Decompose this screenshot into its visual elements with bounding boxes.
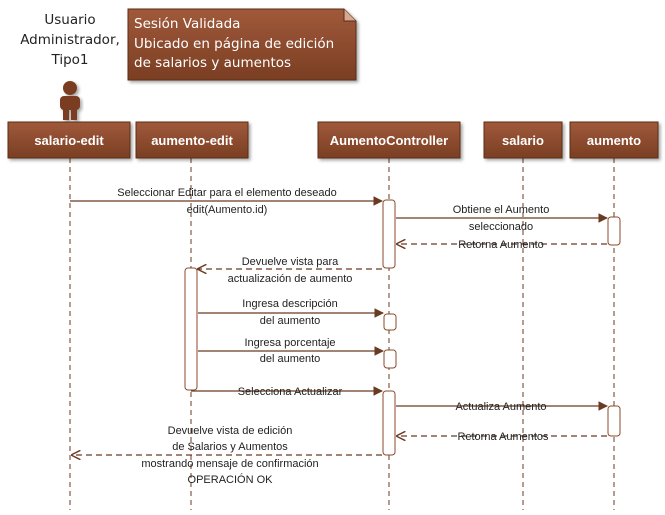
participant-label: AumentoController bbox=[330, 133, 448, 148]
msg-label-line: Retorna Aumentos bbox=[457, 431, 549, 443]
activation-controller-3 bbox=[383, 349, 397, 369]
msg-label-6: Ingresa porcentaje del aumento bbox=[244, 337, 335, 365]
note-line-3: de salarios y aumentos bbox=[134, 55, 291, 71]
msg-label-line: Retorna Aumento bbox=[458, 239, 544, 251]
msg-label-4: Devuelve vista para actualización de aum… bbox=[228, 256, 353, 285]
msg-label-3: Retorna Aumento bbox=[458, 239, 544, 251]
actor-user-icon bbox=[60, 81, 80, 120]
session-note: Sesión Validada Ubicado en página de edi… bbox=[127, 8, 357, 81]
msg-label-line: del aumento bbox=[260, 353, 321, 365]
msg-label-line: OPERACIÓN OK bbox=[188, 473, 274, 486]
actor-line-3: Tipo1 bbox=[51, 52, 89, 68]
activation-controller-2 bbox=[383, 313, 397, 331]
participant-label: salario bbox=[502, 133, 544, 148]
activation-controller-1 bbox=[382, 199, 396, 269]
msg-label-line: Devuelve vista para bbox=[242, 256, 339, 268]
msg-label-1: Seleccionar Editar para el elemento dese… bbox=[117, 187, 337, 216]
msg-label-line: mostrando mensaje de confirmación bbox=[141, 458, 318, 470]
participant-aumento-controller: AumentoController bbox=[317, 121, 461, 159]
msg-label-line: de Salarios y Aumentos bbox=[172, 441, 288, 453]
msg-label-9: Retorna Aumentos bbox=[457, 431, 549, 443]
message-arrows bbox=[70, 196, 608, 455]
msg-label-line: Obtiene el Aumento bbox=[453, 204, 550, 216]
msg-label-line: edit(Aumento.id) bbox=[187, 204, 268, 216]
participant-salario-edit: salario-edit bbox=[7, 121, 131, 159]
msg-label-line: Selecciona Actualizar bbox=[238, 386, 343, 398]
msg-label-line: Ingresa descripción bbox=[242, 298, 337, 310]
msg-label-line: Ingresa porcentaje bbox=[244, 337, 335, 349]
msg-label-10: Devuelve vista de edición de Salarios y … bbox=[141, 425, 318, 486]
msg-label-5: Ingresa descripción del aumento bbox=[242, 298, 337, 327]
activation-bars bbox=[184, 199, 621, 456]
actor-line-2: Administrador, bbox=[20, 32, 120, 48]
note-fold-icon bbox=[343, 9, 356, 22]
msg-label-2: Obtiene el Aumento seleccionado bbox=[453, 204, 550, 233]
participant-label: aumento-edit bbox=[151, 133, 233, 148]
participant-salario: salario bbox=[483, 121, 563, 159]
msg-label-line: seleccionado bbox=[469, 221, 533, 233]
msg-label-8: Actualiza Aumento bbox=[455, 401, 546, 413]
msg-label-line: Seleccionar Editar para el elemento dese… bbox=[117, 187, 337, 199]
note-line-1: Sesión Validada bbox=[134, 16, 240, 32]
message-labels: Seleccionar Editar para el elemento dese… bbox=[117, 187, 549, 486]
activation-aumento-1 bbox=[607, 216, 621, 246]
participant-aumento: aumento bbox=[569, 121, 659, 159]
msg-label-line: actualización de aumento bbox=[228, 273, 353, 285]
participant-boxes: salario-edit aumento-edit AumentoControl… bbox=[7, 121, 659, 159]
msg-label-line: Actualiza Aumento bbox=[455, 401, 546, 413]
participant-aumento-edit: aumento-edit bbox=[135, 121, 249, 159]
actor-line-1: Usuario bbox=[44, 12, 95, 28]
activation-aumento-2 bbox=[607, 405, 621, 437]
activation-controller-4 bbox=[382, 390, 396, 456]
actor-label: Usuario Administrador, Tipo1 bbox=[20, 12, 120, 68]
activation-aumento-edit bbox=[184, 267, 198, 391]
msg-label-line: Devuelve vista de edición bbox=[168, 425, 293, 437]
msg-label-7: Selecciona Actualizar bbox=[238, 386, 343, 398]
participant-label: salario-edit bbox=[34, 133, 104, 148]
note-line-2: Ubicado en página de edición bbox=[134, 36, 334, 52]
participant-label: aumento bbox=[587, 133, 641, 148]
msg-label-line: del aumento bbox=[260, 315, 321, 327]
